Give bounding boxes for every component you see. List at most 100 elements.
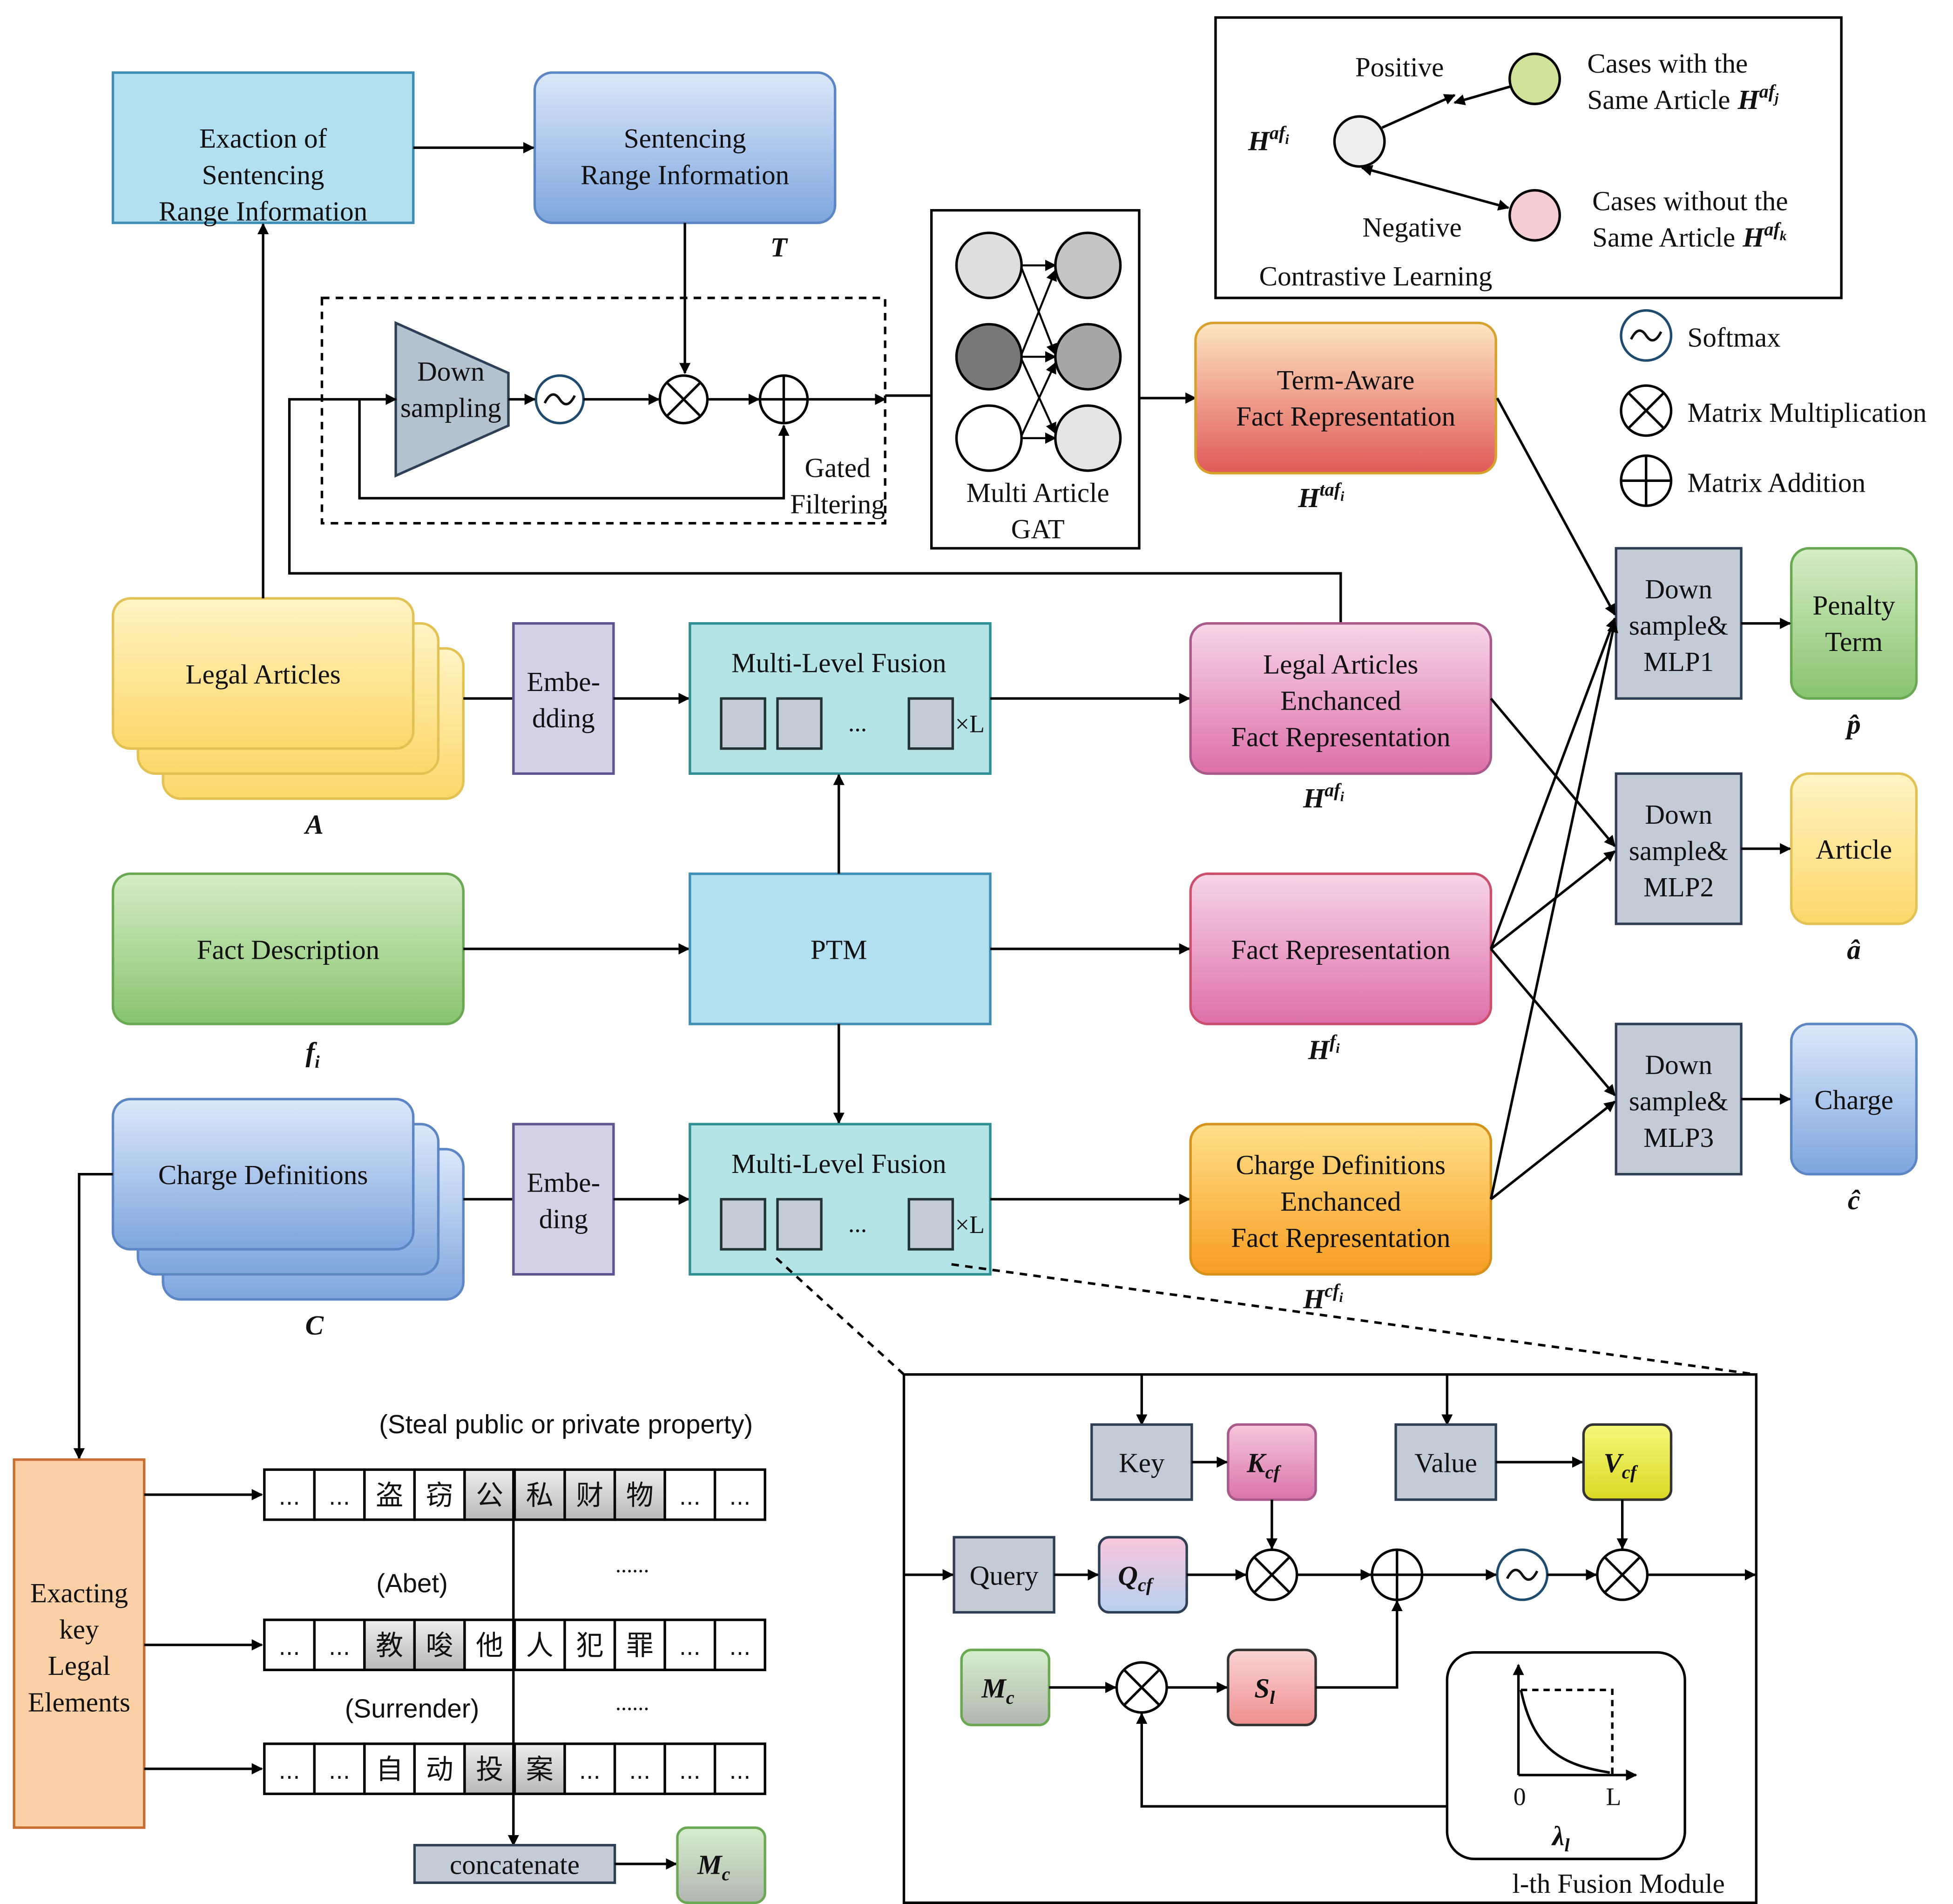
embedding-bottom-box: Embe-ding <box>512 1123 615 1276</box>
fusion-mul-1-icon <box>1245 1548 1298 1601</box>
embedding-top-label: Embe-dding <box>527 666 601 733</box>
dots-2: ...... <box>615 1690 649 1715</box>
value-label: Value <box>1414 1448 1477 1478</box>
embedding-top-box: Embe-dding <box>512 622 615 775</box>
surrender-caption: (Surrender) <box>345 1694 480 1723</box>
contrastive-learning-legend: Positive Negative Contrastive Learning H… <box>1214 16 1843 299</box>
la-enhanced-feedback <box>288 393 1342 623</box>
token-cell: 公 <box>463 1468 516 1521</box>
fact-description-box: Fact Description <box>111 872 465 1025</box>
token-cell: ... <box>563 1742 616 1796</box>
token-cell: 私 <box>513 1468 566 1521</box>
token-cell: 自 <box>363 1742 416 1796</box>
query-box: Query <box>953 1536 1055 1614</box>
fusion-add-icon <box>1371 1548 1424 1601</box>
legend-matmul: Matrix Multiplication <box>1620 384 1926 437</box>
query-label: Query <box>970 1560 1039 1591</box>
token-cell: 犯 <box>563 1619 616 1671</box>
abet-caption: (Abet) <box>376 1569 448 1598</box>
label-f-i: fi <box>306 1037 320 1072</box>
token-cell: ... <box>613 1742 666 1796</box>
mc-box-left: Mc <box>676 1826 766 1904</box>
legal-articles-label: Legal Articles <box>185 659 340 690</box>
token-text: 他 <box>476 1629 503 1661</box>
lambda-axis-L: L <box>1606 1783 1621 1811</box>
legend-matadd-label: Matrix Addition <box>1687 468 1865 498</box>
charge-definitions-stack: Charge Definitions <box>111 1098 465 1301</box>
token-cell: 教 <box>363 1619 416 1671</box>
legend-negative: Negative <box>1362 212 1461 243</box>
token-text: ... <box>729 1484 750 1510</box>
mlf-top-label: Multi-Level Fusion <box>731 648 946 678</box>
label-H-f: Hfi <box>1308 1031 1340 1065</box>
ptm-box: PTM <box>689 872 992 1025</box>
token-text: ... <box>329 1484 350 1510</box>
token-text: ... <box>579 1758 601 1784</box>
token-text: 动 <box>426 1753 453 1785</box>
fact-description-label: Fact Description <box>197 934 379 965</box>
token-text: 财 <box>576 1479 603 1511</box>
token-cell: ... <box>713 1742 766 1796</box>
token-text: ... <box>679 1484 701 1510</box>
token-text: 教 <box>376 1629 403 1661</box>
token-text: ... <box>729 1634 750 1660</box>
zoom-guide-right <box>951 1263 1757 1376</box>
value-box: Value <box>1394 1423 1497 1501</box>
charge-definitions-label: Charge Definitions <box>158 1159 368 1190</box>
vcf-box: Vcf <box>1582 1423 1673 1501</box>
embedding-bottom-label: Embe-ding <box>527 1167 601 1234</box>
token-text: 投 <box>476 1753 503 1785</box>
token-text: 案 <box>526 1753 554 1785</box>
token-cell: 动 <box>413 1742 466 1796</box>
token-text: ... <box>629 1758 650 1784</box>
label-C: C <box>305 1310 324 1341</box>
residual-path <box>358 399 790 500</box>
token-row-abet: ......教唆他人犯罪...... <box>263 1619 766 1671</box>
label-T: T <box>770 232 789 263</box>
kcf-box: Kcf <box>1227 1423 1317 1501</box>
token-cell: ... <box>313 1742 366 1796</box>
token-text: 自 <box>376 1753 403 1785</box>
legend-matadd: Matrix Addition <box>1620 454 1865 507</box>
label-p-hat: p̂ <box>1845 709 1861 739</box>
fusion-module-label: l-th Fusion Module <box>1512 1868 1725 1899</box>
token-cell: ... <box>313 1619 366 1671</box>
token-text: 窃 <box>426 1479 453 1511</box>
legal-articles-stack: Legal Articles <box>111 597 465 800</box>
token-cell: 人 <box>513 1619 566 1671</box>
head-connectors <box>1489 397 1618 1200</box>
multi-level-fusion-top: Multi-Level Fusion ... ×L <box>689 622 992 775</box>
mlf-top-times-l: ×L <box>955 710 985 738</box>
token-text: ... <box>279 1758 300 1784</box>
fact-representation-box: Fact Representation <box>1189 872 1493 1025</box>
matrix-addition-icon <box>758 374 809 425</box>
mc-right-label: Mc <box>981 1673 1014 1708</box>
token-cell: 窃 <box>413 1468 466 1521</box>
legend-same-1: Cases with the <box>1587 48 1748 79</box>
token-cell: ... <box>313 1468 366 1521</box>
token-cell: ... <box>663 1619 716 1671</box>
token-cell: 他 <box>463 1619 516 1671</box>
token-text: 物 <box>626 1479 654 1511</box>
token-cell: 财 <box>563 1468 616 1521</box>
token-text: 公 <box>476 1479 503 1511</box>
fusion-softmax-icon <box>1496 1548 1549 1601</box>
key-label: Key <box>1119 1448 1165 1478</box>
label-a-hat: â <box>1847 934 1861 965</box>
